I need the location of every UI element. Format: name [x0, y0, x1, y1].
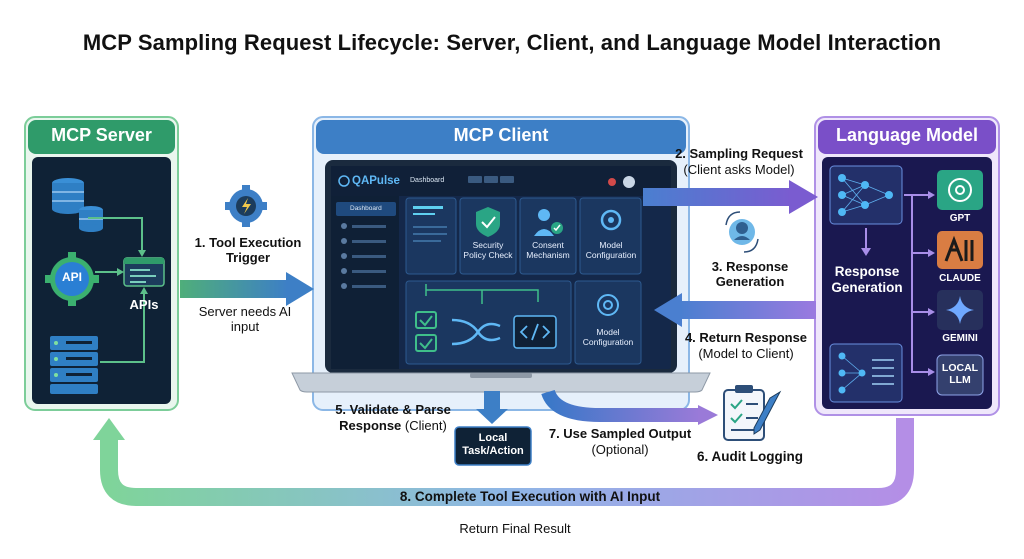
- step-5-arrow: [476, 391, 508, 424]
- mcp-client-panel: [291, 116, 711, 411]
- step-8-return-arrow: [93, 418, 914, 506]
- apis-label: APIs: [129, 297, 159, 312]
- language-model-panel: [814, 116, 1000, 416]
- neural-network-icon: [829, 165, 903, 225]
- step-7-label: 7. Use Sampled Output: [548, 426, 692, 441]
- step-5-label: 5. Validate & Parse: [335, 402, 451, 417]
- claude-logo-icon: [937, 231, 983, 269]
- tool-trigger-gear-icon: [225, 185, 267, 227]
- step-1-note: Server needs AI input: [198, 304, 292, 334]
- card-consent-mechanism: Consent Mechanism: [526, 240, 570, 260]
- diagram-title: MCP Sampling Request Lifecycle: Server, …: [82, 30, 942, 55]
- card-model-configuration-2: Model Configuration: [582, 327, 634, 347]
- app-brand: QAPulse: [352, 175, 400, 187]
- step-1-label: 1. Tool Execution Trigger: [194, 235, 302, 265]
- provider-gemini: GEMINI: [942, 333, 978, 344]
- step-8-note: Return Final Result: [459, 521, 571, 536]
- step-4-note: (Model to Client): [698, 346, 794, 361]
- step-2-note: (Client asks Model): [683, 162, 795, 177]
- step-6-arrow: [541, 389, 718, 425]
- neural-network-output-icon: [829, 343, 903, 403]
- apis-window-icon: [123, 257, 165, 287]
- card-security-policy: Security Policy Check: [463, 240, 513, 260]
- step-5-note: (Client): [404, 418, 447, 433]
- card-model-configuration: Model Configuration: [585, 240, 637, 260]
- local-task-label: Local Task/Action: [462, 432, 524, 457]
- database-icon: [52, 178, 103, 232]
- provider-gpt: GPT: [949, 213, 971, 224]
- local-task-box: [454, 426, 532, 466]
- local-llm-badge: [936, 354, 984, 396]
- app-tab-label: Dashboard: [410, 177, 445, 184]
- server-connectors: [88, 217, 145, 363]
- model-response-generation: Response Generation: [831, 264, 903, 295]
- server-title: MCP Server: [51, 125, 152, 145]
- model-title: Language Model: [835, 125, 978, 145]
- step-8-label: 8. Complete Tool Execution with AI Input: [399, 489, 661, 504]
- client-title: MCP Client: [453, 125, 549, 145]
- audit-clipboard-icon: [723, 385, 782, 441]
- gpt-logo-icon: [937, 170, 983, 210]
- provider-local-llm: LOCAL LLM: [941, 362, 979, 386]
- gemini-logo-icon: [937, 290, 983, 330]
- sidebar-dashboard-item: Dashboard: [350, 205, 382, 212]
- provider-claude: CLAUDE: [939, 273, 981, 284]
- api-gear-icon: [45, 252, 99, 306]
- step-6-label: 6. Audit Logging: [697, 449, 803, 464]
- step-2-arrow: [643, 180, 818, 214]
- response-generation-person-icon: [725, 211, 759, 253]
- api-badge-label: API: [61, 270, 82, 284]
- mcp-server-panel: [24, 116, 179, 411]
- step-4-label: 4. Return Response: [684, 330, 808, 345]
- step-7-note: (Optional): [591, 442, 649, 457]
- step-1-arrow: [180, 272, 314, 306]
- step-2-label: 2. Sampling Request: [675, 146, 803, 161]
- step-5-label-b: Response (Client): [318, 418, 468, 433]
- step-4-arrow: [654, 293, 816, 327]
- server-rack-icon: [50, 336, 98, 394]
- step-3-label: 3. Response Generation: [711, 259, 789, 289]
- step-5-response: Response: [339, 418, 402, 433]
